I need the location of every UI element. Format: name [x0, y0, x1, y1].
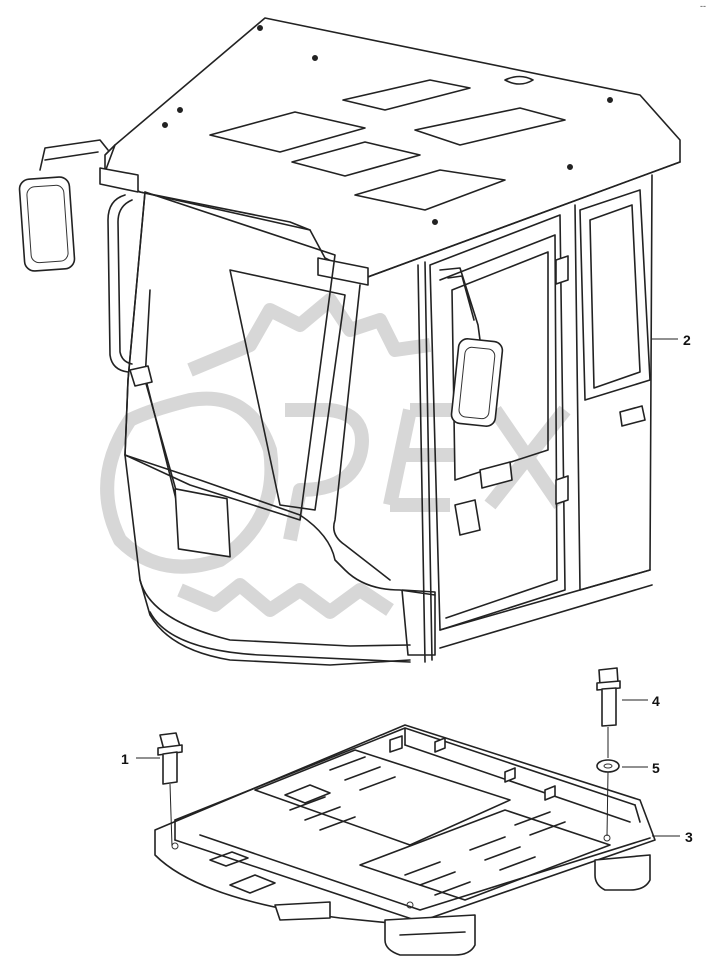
callout-2: 2: [683, 332, 691, 348]
roof-panel-3: [291, 141, 421, 177]
left-grab-handle: [107, 194, 133, 373]
right-mirror-arm: [439, 267, 481, 341]
callout-1: 1: [121, 751, 129, 767]
callout-5: 5: [652, 760, 660, 776]
callout-leaders: [136, 338, 680, 837]
washer-part-5: [596, 727, 620, 837]
bolt-part-1: [157, 732, 183, 847]
roof-panel-4: [414, 107, 566, 146]
wiper-plate: [174, 488, 231, 558]
callout-3: 3: [685, 829, 693, 845]
floor-slots: [289, 756, 566, 896]
roof-panel-1: [209, 111, 366, 153]
roof-bolts: [162, 25, 613, 225]
mount-foot-left: [384, 914, 476, 956]
left-mirror-arm: [39, 139, 109, 171]
corner-mark: --: [700, 1, 706, 11]
roof-panel-2: [342, 79, 471, 111]
roof-panel-5: [354, 169, 506, 211]
bolt-part-4: [596, 667, 621, 727]
left-mirror: [18, 176, 76, 272]
mount-foot-right: [594, 854, 651, 891]
cab-assembly: [18, 17, 681, 666]
floor-frame: [154, 724, 656, 956]
cab-door: [429, 214, 566, 631]
floor-plate: [154, 724, 656, 926]
mount-foot-front: [274, 901, 331, 921]
callout-4: 4: [652, 693, 660, 709]
roof-hatch: [504, 75, 534, 85]
watermark-logo: [100, 293, 571, 619]
right-mirror: [450, 338, 504, 427]
rear-side-window: [579, 189, 651, 401]
